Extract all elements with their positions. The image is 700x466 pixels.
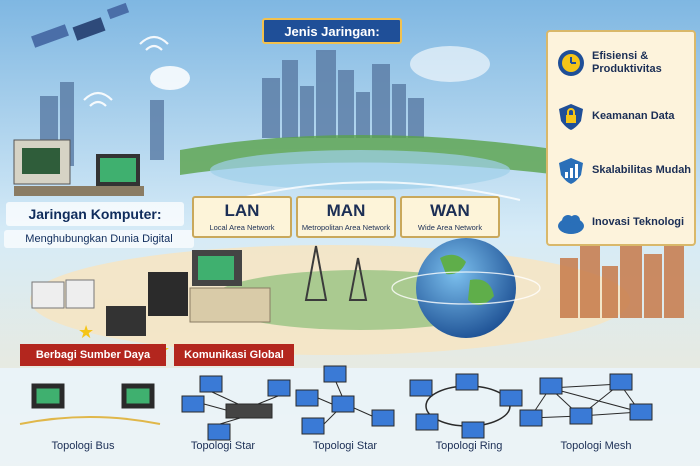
topology-bus-diagram — [19, 383, 161, 425]
benefit-label: Skalabilitas Mudah — [592, 164, 692, 177]
benefit-item: Keamanan Data — [556, 94, 696, 140]
star-icon: ★ — [78, 322, 95, 342]
network-full-name: Wide Area Network — [417, 223, 483, 232]
benefit-label: Inovasi Teknologi — [592, 216, 685, 229]
main-subtitle: Menghubungkan Dunia Digital — [4, 230, 194, 248]
cloud-icon-sky — [150, 46, 490, 90]
desktop-computer-left — [13, 139, 144, 196]
cloud-icon — [558, 215, 584, 234]
benefit-item: Efisiensi & Produktivitas — [556, 40, 696, 86]
benefit-label: Efisiensi & Produktivitas — [592, 49, 662, 75]
topology-label-mesh: Topologi Mesh — [560, 440, 632, 452]
network-card-man: MAN Metropolitan Area Network — [296, 196, 396, 238]
benefits-panel: Efisiensi & Produktivitas Keamanan Data … — [546, 30, 696, 246]
network-abbr: LAN — [224, 201, 260, 220]
benefit-label: Keamanan Data — [592, 110, 675, 123]
shield-lock-icon — [559, 104, 583, 130]
topology-label-bus: Topologi Bus — [51, 440, 115, 452]
topology-ring-diagram — [409, 373, 523, 439]
city-skyline — [40, 50, 424, 166]
network-card-wan: WAN Wide Area Network — [400, 196, 500, 238]
satellite-icon — [31, 2, 130, 48]
scalability-icon — [559, 158, 583, 184]
clock-icon — [558, 50, 584, 76]
network-abbr: MAN — [326, 201, 366, 220]
topology-label-star-2: Topologi Star — [312, 440, 378, 452]
globe-icon — [416, 238, 516, 338]
benefit-item: Inovasi Teknologi — [556, 200, 696, 246]
topology-label-ring: Topologi Ring — [435, 440, 503, 452]
banner-resource-sharing: Berbagi Sumber Daya — [20, 344, 166, 366]
network-types-title: Jenis Jaringan: — [262, 18, 402, 44]
topology-label-star-1: Topologi Star — [190, 440, 256, 452]
network-abbr: WAN — [430, 201, 470, 220]
network-full-name: Local Area Network — [209, 223, 275, 232]
network-card-lan: LAN Local Area Network — [192, 196, 292, 238]
main-title: Jaringan Komputer: — [6, 202, 184, 226]
benefit-item: Skalabilitas Mudah — [556, 148, 696, 194]
network-full-name: Metropolitan Area Network — [301, 223, 391, 232]
topology-star-diagram-2 — [295, 365, 395, 435]
topology-mesh-diagram — [519, 373, 653, 427]
topology-star-diagram-1 — [181, 375, 291, 441]
server-rack-cluster — [31, 250, 271, 336]
wifi-icon — [83, 35, 169, 107]
banner-global-communication: Komunikasi Global — [174, 344, 294, 366]
